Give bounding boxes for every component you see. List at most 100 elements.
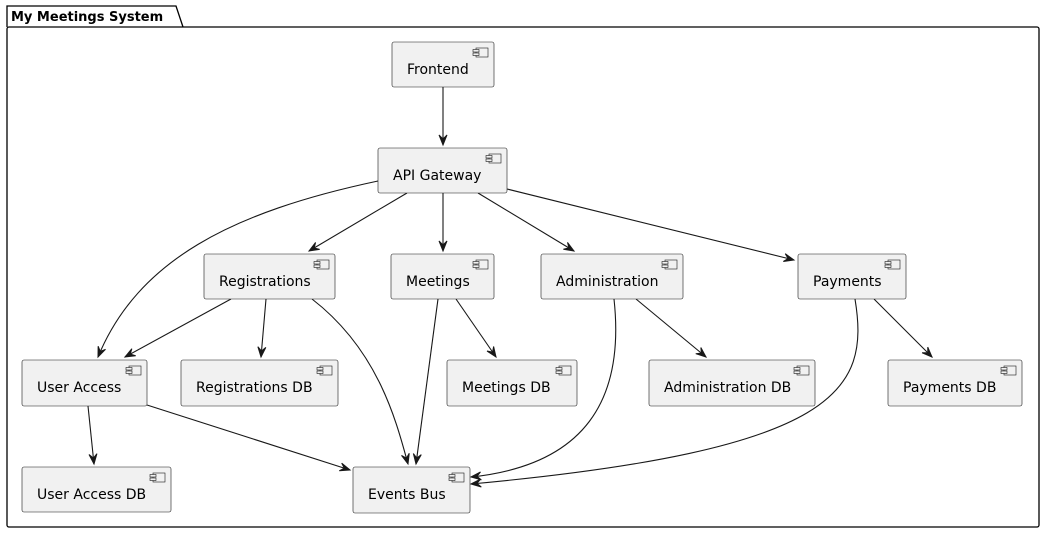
edge-user-access-to-events-bus-arrowhead (339, 462, 352, 472)
component-label: Payments DB (903, 380, 996, 396)
edge-administration-to-events-bus (469, 298, 617, 481)
component-box (797, 253, 907, 300)
edge-registrations-to-registrations-db-arrowhead (257, 346, 267, 359)
edge-api-gateway-to-administration-arrowhead (563, 242, 576, 252)
edge-meetings-to-events-bus (412, 298, 439, 466)
edge-frontend-to-api-gateway (438, 87, 448, 147)
edge-registrations-to-registrations-db-line (260, 298, 267, 358)
component-icon (472, 259, 489, 270)
edge-api-gateway-to-registrations-line (308, 192, 408, 252)
package-my-meetings-system: My Meetings System (6, 5, 1040, 528)
component-user-access[interactable]: User Access (21, 359, 148, 407)
package-tab (6, 5, 184, 28)
edge-administration-to-administration-db-line (635, 298, 707, 358)
edge-api-gateway-to-registrations (307, 192, 408, 252)
component-label: Events Bus (368, 487, 446, 503)
edge-api-gateway-to-meetings (438, 193, 448, 253)
edge-api-gateway-to-administration-line (477, 192, 575, 252)
component-icon (448, 472, 465, 483)
edge-api-gateway-to-meetings-arrowhead (438, 240, 448, 253)
component-box (390, 253, 495, 300)
edge-api-gateway-to-registrations-arrowhead (307, 242, 320, 252)
component-icon (316, 365, 333, 376)
package-title: My Meetings System (11, 10, 163, 25)
edge-api-gateway-to-payments (506, 188, 796, 262)
component-box (446, 359, 578, 407)
component-events-bus[interactable]: Events Bus (352, 466, 471, 514)
edge-meetings-to-events-bus-arrowhead (412, 453, 422, 466)
edge-registrations-to-user-access-arrowhead (123, 348, 136, 358)
dependency-edges (87, 87, 933, 488)
package-frame (6, 26, 1040, 528)
edge-api-gateway-to-payments-arrowhead (783, 253, 796, 262)
edge-meetings-to-events-bus-line (415, 298, 439, 465)
component-box (648, 359, 816, 407)
edge-meetings-to-meetings-db-line (455, 298, 497, 358)
component-icon (125, 365, 142, 376)
component-box (180, 359, 339, 407)
component-meetings[interactable]: Meetings (390, 253, 495, 300)
component-label: Frontend (407, 62, 469, 78)
edge-payments-to-events-bus-arrowhead (469, 478, 482, 488)
component-box (540, 253, 684, 300)
component-box (21, 359, 148, 407)
component-label: User Access (37, 380, 121, 396)
edge-payments-to-events-bus-line (470, 298, 859, 485)
edge-administration-to-events-bus-arrowhead (469, 471, 482, 481)
component-label: Payments (813, 274, 882, 290)
edge-api-gateway-to-payments-line (506, 188, 795, 261)
edge-meetings-to-meetings-db-arrowhead (486, 346, 497, 359)
edge-registrations-to-user-access-line (124, 298, 232, 358)
edge-registrations-to-events-bus-line (311, 298, 409, 465)
component-label: User Access DB (37, 487, 146, 503)
edge-user-access-to-events-bus-line (146, 404, 351, 471)
component-icon (661, 259, 678, 270)
component-label: Administration (556, 274, 658, 290)
edge-payments-to-payments-db (873, 298, 933, 358)
component-box (352, 466, 471, 514)
edge-registrations-to-registrations-db (257, 298, 267, 359)
edge-administration-to-events-bus-line (470, 298, 617, 478)
component-icon (485, 153, 502, 164)
edge-user-access-to-user-access-db (87, 405, 98, 466)
component-label: API Gateway (393, 168, 481, 184)
component-administration[interactable]: Administration (540, 253, 684, 300)
edge-frontend-to-api-gateway-arrowhead (438, 134, 448, 147)
component-icon (149, 472, 166, 483)
edge-registrations-to-user-access (123, 298, 232, 358)
component-meetings-db[interactable]: Meetings DB (446, 359, 578, 407)
component-icon (1000, 365, 1017, 376)
component-box (377, 147, 508, 194)
component-api-gateway[interactable]: API Gateway (377, 147, 508, 194)
component-icon (555, 365, 572, 376)
edge-user-access-to-user-access-db-line (87, 405, 95, 465)
edge-api-gateway-to-administration (477, 192, 576, 252)
component-box (887, 359, 1023, 407)
component-registrations[interactable]: Registrations (203, 253, 336, 300)
edge-meetings-to-meetings-db (455, 298, 497, 359)
component-icon (793, 365, 810, 376)
component-icon (313, 259, 330, 270)
component-frontend[interactable]: Frontend (391, 41, 495, 88)
component-administration-db[interactable]: Administration DB (648, 359, 816, 407)
edge-user-access-to-events-bus (146, 404, 352, 472)
component-box (21, 466, 172, 513)
edge-administration-to-administration-db (635, 298, 708, 358)
edge-payments-to-payments-db-arrowhead (921, 346, 933, 358)
component-icon (472, 47, 489, 58)
edge-api-gateway-to-user-access-arrowhead (97, 346, 106, 359)
component-payments[interactable]: Payments (797, 253, 907, 300)
component-label: Registrations DB (196, 380, 313, 396)
edge-api-gateway-to-user-access-line (97, 180, 379, 358)
edge-registrations-to-events-bus (311, 298, 410, 466)
component-box (391, 41, 495, 88)
edge-administration-to-administration-db-arrowhead (695, 347, 708, 358)
component-registrations-db[interactable]: Registrations DB (180, 359, 339, 407)
edge-api-gateway-to-user-access (97, 180, 379, 359)
component-box (203, 253, 336, 300)
component-icon (884, 259, 901, 270)
component-payments-db[interactable]: Payments DB (887, 359, 1023, 407)
component-user-access-db[interactable]: User Access DB (21, 466, 172, 513)
